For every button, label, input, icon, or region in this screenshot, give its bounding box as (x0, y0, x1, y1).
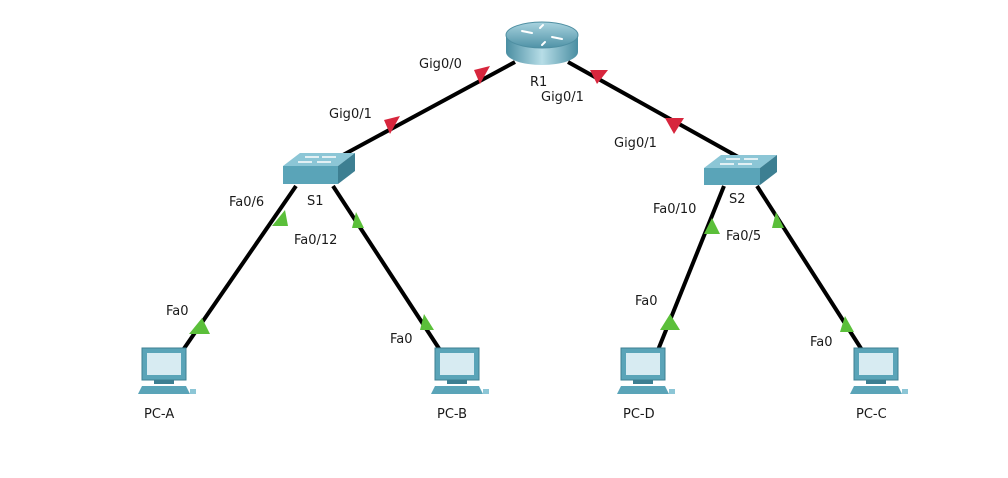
port-label: Gig0/1 (329, 107, 372, 122)
device-label-s2: S2 (729, 192, 746, 207)
device-label-pc-b: PC-B (437, 407, 467, 422)
port-label: Fa0/12 (294, 233, 337, 248)
device-label-s1: S1 (307, 194, 324, 209)
port-label: Fa0 (810, 335, 833, 350)
port-label: Gig0/1 (614, 136, 657, 151)
link-r1-s1[interactable] (342, 60, 516, 157)
device-label-pc-c: PC-C (856, 407, 887, 422)
links-layer (181, 60, 864, 352)
switch-icon (283, 166, 338, 184)
switch-s2[interactable]: S2 (704, 155, 777, 207)
port-indicators (189, 66, 854, 334)
port-down-icon (474, 66, 490, 84)
pc-b[interactable]: PC-B (431, 347, 489, 422)
port-down-icon (384, 116, 400, 134)
port-up-icon (420, 314, 434, 330)
port-up-icon (660, 314, 680, 330)
router-top (505, 21, 579, 49)
port-down-icon (665, 118, 684, 134)
port-label: Fa0/10 (653, 202, 696, 217)
port-up-icon (189, 318, 210, 334)
pc-a[interactable]: PC-A (138, 347, 196, 422)
port-down-icon (590, 70, 608, 84)
port-label: Gig0/0 (419, 57, 462, 72)
device-label-pc-a: PC-A (144, 407, 174, 422)
port-label: Fa0 (635, 294, 658, 309)
pc-c[interactable]: PC-C (850, 347, 908, 422)
port-up-icon (272, 210, 288, 226)
switch-icon (704, 168, 760, 185)
device-label-pc-d: PC-D (623, 407, 655, 422)
port-up-icon (352, 212, 364, 228)
port-label: Fa0 (166, 304, 189, 319)
pc-d[interactable]: PC-D (617, 347, 675, 422)
port-up-icon (840, 316, 854, 332)
port-label: Fa0/6 (229, 195, 264, 210)
port-label: Fa0 (390, 332, 413, 347)
port-up-icon (704, 218, 720, 234)
device-label-r1: R1 (530, 75, 547, 90)
port-label: Gig0/1 (541, 90, 584, 105)
port-label: Fa0/5 (726, 229, 761, 244)
router-r1[interactable]: R1 (505, 21, 579, 90)
switch-s1[interactable]: S1 (283, 153, 355, 209)
port-labels: Gig0/0 Gig0/1 Gig0/1 Gig0/1 Fa0/6 Fa0 Fa… (166, 57, 833, 350)
port-up-icon (772, 212, 784, 228)
